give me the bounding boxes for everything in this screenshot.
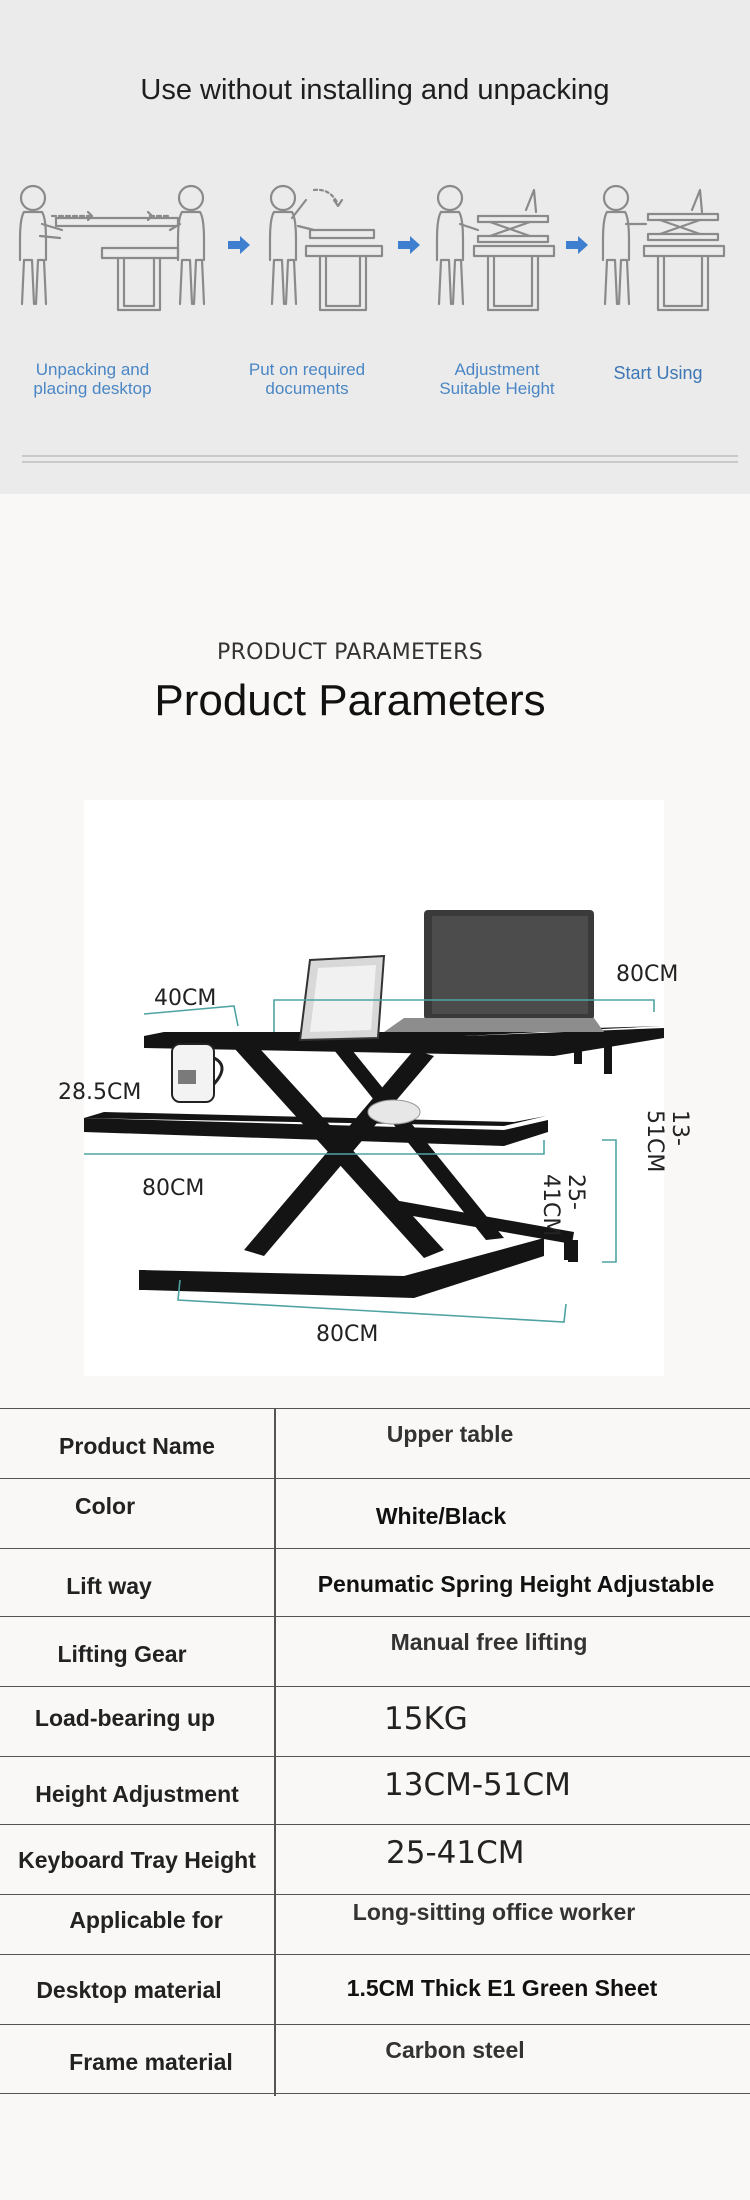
spec-label: Lifting Gear — [57, 1641, 187, 1667]
spec-value: 13CM-51CM — [384, 1767, 571, 1803]
step-caption-2: Put on required documents — [222, 360, 392, 398]
params-subtitle: PRODUCT PARAMETERS — [217, 640, 483, 665]
tablet-icon — [298, 954, 386, 1042]
step-caption-1: Unpacking and placing desktop — [10, 360, 175, 398]
step4-illustration — [601, 184, 726, 312]
dim-tray-height-label: 25-41CM — [538, 1174, 588, 1237]
step-caption-3-line1: Adjustment — [454, 360, 540, 379]
arrow-right-icon — [566, 236, 588, 254]
table-row: Lifting Gear Manual free lifting — [0, 1616, 750, 1686]
arrow-right-icon — [228, 236, 250, 254]
spec-value: Manual free lifting — [390, 1629, 588, 1655]
product-image: 40CM 80CM 28.5CM 80CM 25-41CM 13-51CM 80… — [58, 800, 692, 1376]
mouse-icon — [367, 1099, 421, 1125]
step1-illustration — [18, 184, 206, 312]
table-row: Product Name Upper table — [0, 1408, 750, 1478]
section-divider — [22, 461, 738, 463]
step2-illustration — [268, 184, 384, 312]
step-caption-1-line2: placing desktop — [33, 379, 152, 398]
laptop-icon — [384, 910, 604, 1032]
spec-label: Height Adjustment — [35, 1781, 239, 1807]
spec-label: Color — [74, 1493, 136, 1519]
spec-label: Product Name — [59, 1433, 215, 1459]
step-caption-4: Start Using — [592, 364, 724, 383]
spec-value: 15KG — [384, 1701, 468, 1737]
dim-top-width-label: 80CM — [616, 962, 679, 987]
step-caption-3-line2: Suitable Height — [439, 379, 555, 398]
section-divider — [22, 455, 738, 457]
table-row: Height Adjustment 13CM-51CM — [0, 1756, 750, 1824]
params-title: Product Parameters — [154, 676, 546, 725]
table-row: Keyboard Tray Height 25-41CM — [0, 1824, 750, 1894]
spec-value: Penumatic Spring Height Adjustable — [317, 1571, 715, 1597]
table-row: Lift way Penumatic Spring Height Adjusta… — [0, 1548, 750, 1616]
spec-value: White/Black — [375, 1503, 507, 1529]
step-caption-1-line1: Unpacking and — [35, 360, 150, 379]
table-row: Applicable for Long-sitting office worke… — [0, 1894, 750, 1954]
spec-label: Applicable for — [69, 1907, 223, 1933]
spec-label: Lift way — [66, 1573, 152, 1599]
spec-label: Frame material — [69, 2049, 233, 2075]
standing-desk-illustration — [73, 910, 681, 1323]
spec-value: Long-sitting office worker — [352, 1899, 636, 1925]
usage-illustration — [18, 184, 726, 312]
table-column-divider — [274, 1408, 276, 2096]
usage-section: Use without installing and unpacking — [0, 0, 750, 494]
spec-label: Desktop material — [36, 1977, 222, 2003]
step-caption-2-line2: documents — [265, 379, 349, 398]
step3-illustration — [435, 184, 556, 312]
arrow-right-icon — [398, 236, 420, 254]
spec-label: Keyboard Tray Height — [18, 1847, 256, 1873]
spec-label: Load-bearing up — [34, 1705, 216, 1731]
spec-value: 25-41CM — [386, 1835, 525, 1871]
table-row: Load-bearing up 15KG — [0, 1686, 750, 1756]
dim-tray-width-label: 80CM — [142, 1176, 205, 1201]
step-arrows — [228, 236, 588, 254]
spec-value: Carbon steel — [385, 2037, 525, 2063]
dim-total-height-label: 13-51CM — [642, 1110, 692, 1173]
dim-side-depth-label: 40CM — [154, 986, 217, 1011]
mug-icon — [171, 1043, 224, 1103]
spec-table: Product Name Upper table Color White/Bla… — [0, 1408, 750, 2094]
usage-title: Use without installing and unpacking — [140, 74, 610, 106]
dim-base-width-label: 80CM — [316, 1322, 379, 1347]
dim-tray-depth-label: 28.5CM — [58, 1080, 142, 1105]
table-row: Color White/Black — [0, 1478, 750, 1548]
spec-value: Upper table — [386, 1421, 514, 1447]
table-row: Frame material Carbon steel — [0, 2024, 750, 2094]
spec-value: 1.5CM Thick E1 Green Sheet — [346, 1975, 658, 2001]
step-caption-3: Adjustment Suitable Height — [412, 360, 582, 398]
step-caption-2-line1: Put on required — [248, 360, 366, 379]
table-row: Desktop material 1.5CM Thick E1 Green Sh… — [0, 1954, 750, 2024]
step-caption-4-line1: Start Using — [613, 363, 703, 383]
